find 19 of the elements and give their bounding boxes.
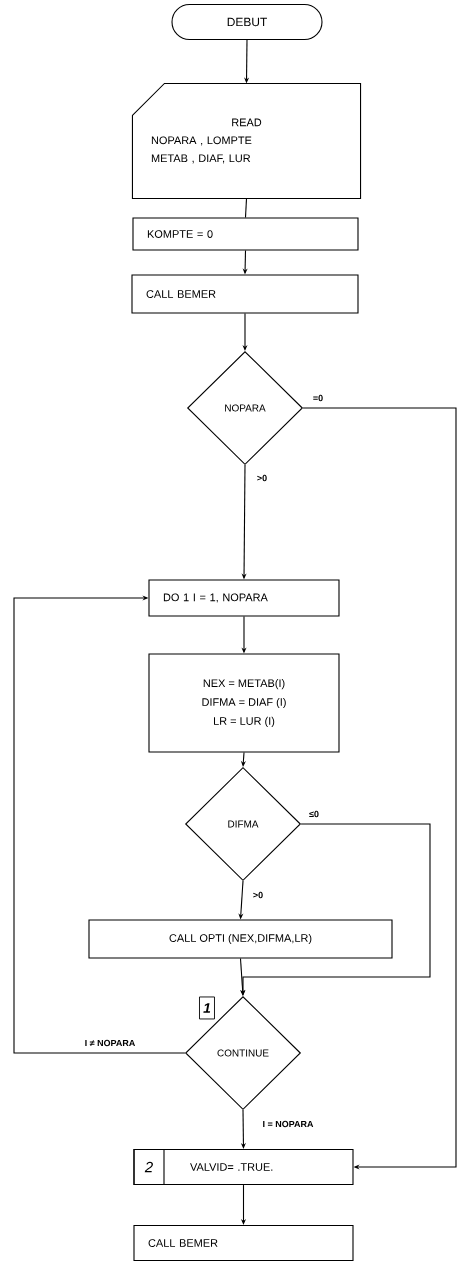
- process-box: KOMPTE = 0: [132, 217, 359, 251]
- number-cell: 2: [133, 1148, 165, 1186]
- edge-label: >0: [255, 473, 269, 483]
- process-box: NEX = METAB(I) DIFMA = DIAF (I) LR = LUR (I): [148, 653, 340, 753]
- edge-label: ≤0: [308, 809, 320, 819]
- process-box: DO 1 I = 1, NOPARA: [148, 579, 340, 617]
- edge-label: =0: [311, 393, 325, 403]
- arrow: [239, 958, 246, 996]
- edge-label: >0: [251, 890, 265, 900]
- input-card: READ NOPARA , LOMPTE METAB , DIAF, LUR: [131, 82, 362, 200]
- edge-label: I ≠ NOPARA: [83, 1038, 137, 1048]
- arrow: [302, 407, 457, 1170]
- arrow: [13, 595, 186, 1054]
- process-box: CALL OPTI (NEX,DIFMA,LR): [88, 919, 393, 959]
- terminal-box: DEBUT: [171, 3, 323, 41]
- process-box: CALL BEMER: [133, 1224, 354, 1262]
- connector-number: 1: [199, 996, 215, 1020]
- edge-label: I = NOPARA: [261, 1119, 315, 1129]
- process-box: CALL BEMER: [131, 274, 359, 314]
